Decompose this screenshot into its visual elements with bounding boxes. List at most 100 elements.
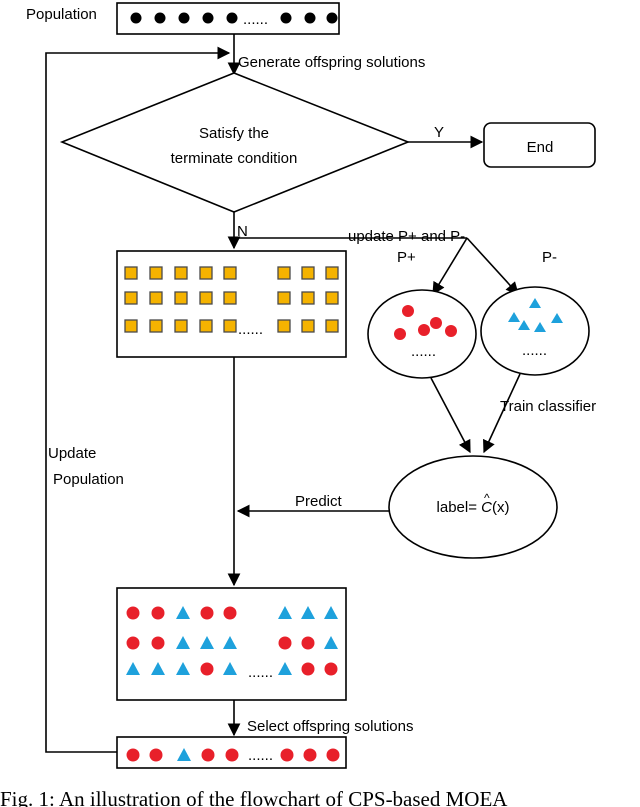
offspring-square	[301, 291, 315, 305]
population-dot	[304, 12, 316, 24]
population-ellipsis: ......	[243, 11, 268, 28]
decision-line1: Satisfy the	[199, 125, 269, 142]
offspring-ellipsis: ......	[238, 321, 263, 338]
update-population-line2: Population	[53, 471, 124, 488]
offspring-square	[277, 319, 291, 333]
solution-circle	[126, 748, 140, 762]
pplus-circle	[430, 317, 442, 329]
population-dot	[280, 12, 292, 24]
population-label: Population	[26, 6, 97, 23]
solution-triangle	[126, 662, 140, 675]
predict-label: Predict	[295, 493, 343, 510]
classifier-hat: ^	[484, 491, 490, 505]
solution-triangle	[301, 606, 315, 619]
solution-circle	[201, 748, 215, 762]
solution-triangle	[176, 662, 190, 675]
offspring-square	[199, 266, 213, 280]
selected-solutions	[126, 748, 340, 762]
offspring-square	[124, 319, 138, 333]
terminate-decision	[59, 72, 411, 213]
solution-triangle	[278, 662, 292, 675]
classifier	[388, 455, 558, 559]
solution-circle	[151, 636, 165, 650]
decision-line2: terminate condition	[171, 150, 298, 167]
offspring-square	[174, 291, 188, 305]
solution-circle	[278, 636, 292, 650]
classifier-label: label= C(x)	[437, 499, 510, 516]
generate-label: Generate offspring solutions	[238, 54, 425, 71]
no-label: N	[237, 223, 248, 240]
pplus-label: P+	[397, 249, 416, 266]
offspring-square	[124, 291, 138, 305]
offspring-square	[325, 319, 339, 333]
solution-circle	[149, 748, 163, 762]
selected-ellipsis: ......	[248, 747, 273, 764]
solution-circle	[200, 606, 214, 620]
select-label: Select offspring solutions	[247, 718, 414, 735]
train-label: Train classifier	[500, 398, 596, 415]
offspring-square	[301, 319, 315, 333]
population-dot	[202, 12, 214, 24]
solution-triangle	[177, 748, 191, 761]
solution-triangle	[223, 662, 237, 675]
pminus-triangle	[529, 298, 541, 308]
classifier-label-prefix: label=	[437, 499, 482, 516]
predicted-ellipsis: ......	[248, 664, 273, 681]
solution-circle	[151, 606, 165, 620]
population-dot	[326, 12, 338, 24]
solution-circle	[280, 748, 294, 762]
solution-triangle	[176, 606, 190, 619]
solution-triangle	[278, 606, 292, 619]
offspring-square	[149, 319, 163, 333]
pminus-ellipsis: ......	[522, 342, 547, 359]
offspring-square	[199, 319, 213, 333]
arrow-to-pminus	[466, 237, 519, 295]
offspring-square	[223, 291, 237, 305]
solution-circle	[301, 636, 315, 650]
offspring-square	[199, 291, 213, 305]
end-label: End	[527, 139, 554, 156]
offspring-square	[174, 319, 188, 333]
offspring-square	[174, 266, 188, 280]
arrow-to-pplus	[432, 237, 468, 296]
offspring-square	[149, 291, 163, 305]
arrow-train-pplus	[430, 377, 471, 454]
figure-caption: Fig. 1: An illustration of the flowchart…	[0, 787, 508, 807]
offspring-square	[223, 266, 237, 280]
update-pn-label: update P+ and P-	[348, 228, 465, 245]
offspring-square	[223, 319, 237, 333]
pminus-triangle	[518, 320, 530, 330]
classifier-label-func: C	[481, 499, 492, 516]
solution-triangle	[176, 636, 190, 649]
solution-circle	[301, 662, 315, 676]
solution-triangle	[324, 636, 338, 649]
offspring-square	[124, 266, 138, 280]
pplus-circle	[418, 324, 430, 336]
solution-triangle	[200, 636, 214, 649]
offspring-square	[325, 291, 339, 305]
population-dots	[130, 12, 338, 24]
arrow-update-loop	[45, 46, 231, 753]
end-box	[483, 122, 596, 168]
predicted-solutions	[126, 606, 338, 676]
offspring-square	[301, 266, 315, 280]
pminus-triangle	[508, 312, 520, 322]
arrow-train-pminus	[483, 373, 521, 454]
solution-circle	[225, 748, 239, 762]
solution-circle	[326, 748, 340, 762]
solution-triangle	[324, 606, 338, 619]
solution-triangle	[223, 636, 237, 649]
pplus-circle	[402, 305, 414, 317]
pminus-label: P-	[542, 249, 557, 266]
offspring-square	[149, 266, 163, 280]
pminus-triangle	[534, 322, 546, 332]
solution-triangle	[151, 662, 165, 675]
update-population-line1: Update	[48, 445, 96, 462]
yes-label: Y	[434, 124, 444, 141]
solution-circle	[126, 606, 140, 620]
population-dot	[226, 12, 238, 24]
pplus-circle	[394, 328, 406, 340]
classifier-label-suffix: (x)	[492, 499, 510, 516]
